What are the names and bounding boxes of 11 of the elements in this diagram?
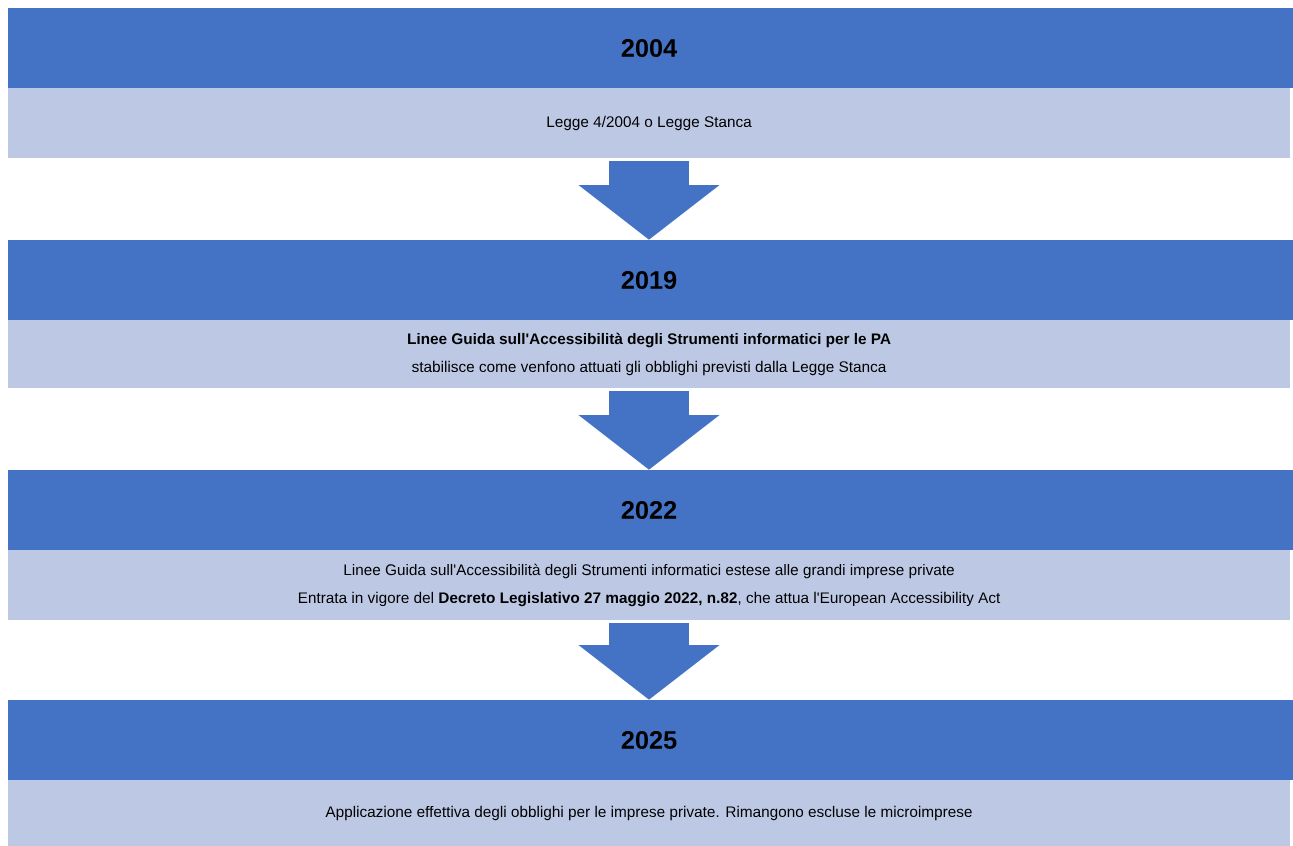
year-header: 2025: [8, 700, 1293, 780]
block-arrow: [578, 390, 720, 470]
block-arrow: [578, 622, 720, 700]
description-panel: Linee Guida sull'Accessibilità degli Strumenti informatici per le PA stabilisce come venfono attuati gli obblighi previsti dalla Legge Stanca: [8, 320, 1290, 388]
block-arrow: [578, 160, 720, 240]
description-panel: Linee Guida sull'Accessibilità degli Strumenti informatici estese alle grandi imprese private Entrata in vigore del Decreto Legislativo 27 maggio 2022, n.82, che attua l'European Accessibility Act: [8, 550, 1290, 620]
year-header: 2022: [8, 470, 1293, 550]
year-header: 2019: [8, 240, 1293, 320]
year-header: 2004: [8, 8, 1293, 88]
description-panel: Legge 4/2004 o Legge Stanca: [8, 88, 1290, 158]
description-panel: Applicazione effettiva degli obblighi per le imprese private. Rimangono escluse le microimprese: [8, 780, 1290, 846]
